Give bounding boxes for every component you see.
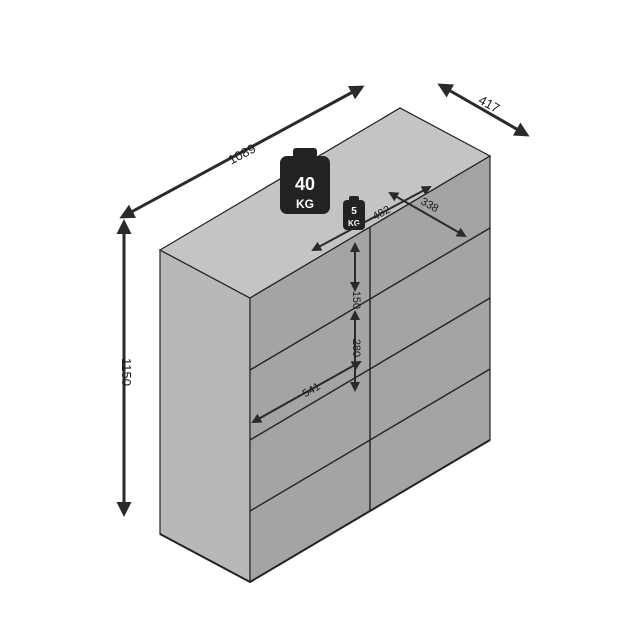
drawer-gap-1 — [249, 227, 491, 371]
cabinet-side-panel — [159, 249, 251, 583]
height-dimension: 1150 — [116, 219, 134, 517]
depth-label: 417 — [476, 92, 502, 116]
top-drawer-height-dimension: 150 — [350, 242, 362, 309]
top-drawer-height-label: 150 — [350, 291, 362, 309]
top-load-weight-icon: 40 KG — [280, 148, 330, 214]
drawer-load-number: 5 — [351, 206, 357, 217]
cabinet — [158, 107, 492, 584]
depth-arrow — [437, 83, 530, 137]
drawer-height-label: 280 — [350, 339, 362, 357]
drawer-gap-3 — [249, 368, 491, 512]
depth-dimension: 417 — [437, 83, 530, 137]
cabinet-base-edge — [159, 439, 491, 584]
height-label: 1150 — [119, 358, 134, 386]
top-load-unit: KG — [296, 197, 314, 211]
inner-depth-arrow — [388, 192, 467, 237]
drawer-width-arrow — [251, 361, 362, 423]
top-load-number: 40 — [295, 174, 315, 194]
width-arrow — [119, 85, 365, 219]
